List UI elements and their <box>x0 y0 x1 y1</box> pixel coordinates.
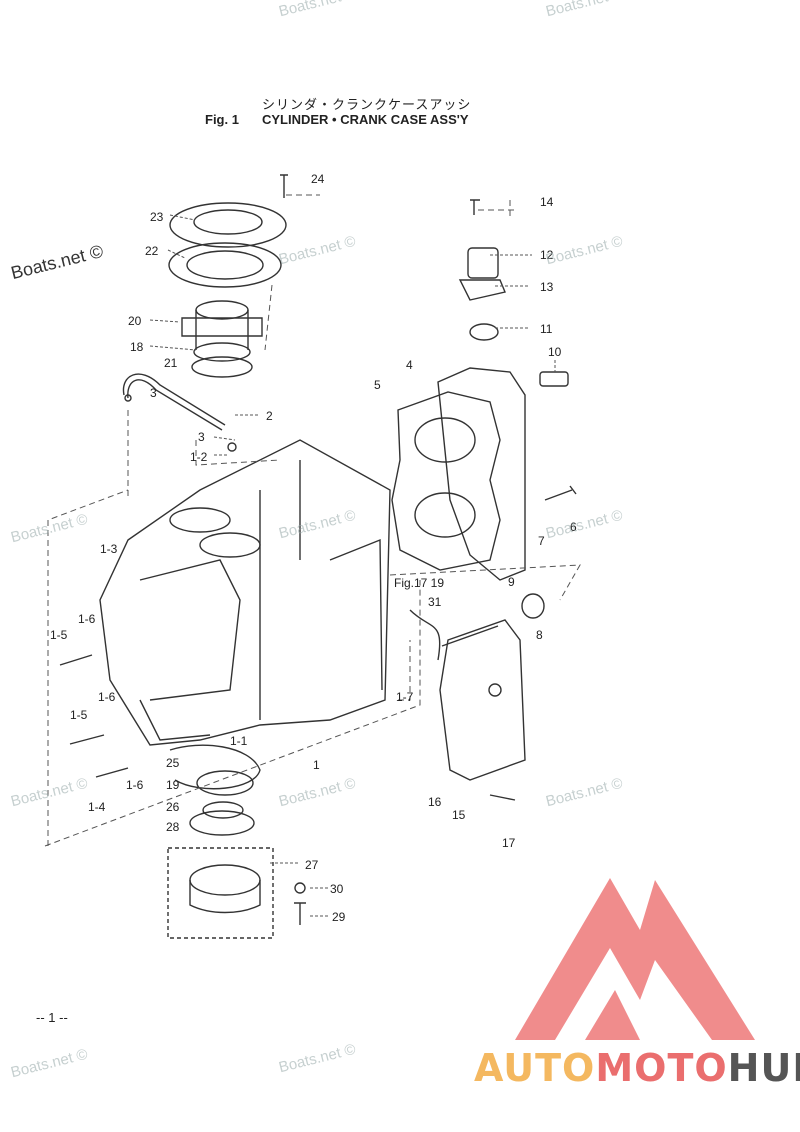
part-number-14: 14 <box>540 195 554 209</box>
part-number-1-5a: 1-5 <box>50 628 68 642</box>
part-number-13: 13 <box>540 280 554 294</box>
side-cover-15 <box>439 619 526 781</box>
part-number-1-2: 1-2 <box>190 450 208 464</box>
part-number-15: 15 <box>452 808 466 822</box>
part-number-21: 21 <box>164 356 178 370</box>
part-number-3a: 3 <box>150 386 157 400</box>
part-number-1-3: 1-3 <box>100 542 118 556</box>
part-number-4: 4 <box>406 358 413 372</box>
crankcase-body <box>99 439 391 746</box>
brand-hub: HUB <box>727 1046 800 1090</box>
part-number-23: 23 <box>150 210 164 224</box>
part-number-11: 11 <box>540 322 553 336</box>
part-number-5: 5 <box>374 378 381 392</box>
figure-label: Fig. 1 <box>205 112 239 127</box>
part-number-1-6c: 1-6 <box>126 778 144 792</box>
part-number-12: 12 <box>540 248 554 262</box>
part-number-19: 19 <box>166 778 180 792</box>
part-number-1-7: 1-7 <box>396 690 414 704</box>
part-number-1-6a: 1-6 <box>78 612 96 626</box>
part-number-18: 18 <box>130 340 144 354</box>
cylinder-head-4 <box>437 367 526 581</box>
part-number-20: 20 <box>128 314 142 328</box>
part-number-31: 31 <box>428 595 442 609</box>
part-number-30: 30 <box>330 882 344 896</box>
part-number-1-4: 1-4 <box>88 800 106 814</box>
part-number-1: 1 <box>313 758 320 772</box>
part-number-3b: 3 <box>198 430 205 444</box>
part-number-27: 27 <box>305 858 319 872</box>
part-number-26: 26 <box>166 800 180 814</box>
brand-auto: AUTO <box>474 1046 596 1090</box>
part-number-7: 7 <box>538 534 545 548</box>
part-number-2: 2 <box>266 409 273 423</box>
part-number-25: 25 <box>166 756 180 770</box>
part-number-1-5b: 1-5 <box>70 708 88 722</box>
part-number-9: 9 <box>508 575 515 589</box>
part-number-6: 6 <box>570 520 577 534</box>
part-23-cover <box>169 202 287 248</box>
part-number-22: 22 <box>145 244 159 258</box>
page-title: CYLINDER • CRANK CASE ASS'Y <box>262 112 469 127</box>
part-number-10: 10 <box>548 345 562 359</box>
figure-reference: Fig.17 19 <box>394 576 445 590</box>
part-number-29: 29 <box>332 910 346 924</box>
gasket-5 <box>391 391 501 571</box>
japanese-title: シリンダ・クランクケースアッシ <box>262 98 472 113</box>
part-number-1-6b: 1-6 <box>98 690 116 704</box>
page-number: -- 1 -- <box>36 1010 68 1025</box>
part-number-17: 17 <box>502 836 516 850</box>
part-number-1-1: 1-1 <box>230 734 248 748</box>
part-number-16: 16 <box>428 795 442 809</box>
part-number-24: 24 <box>311 172 325 186</box>
part-number-28: 28 <box>166 820 180 834</box>
brand-moto: MOTO <box>595 1046 728 1090</box>
part-number-8: 8 <box>536 628 543 642</box>
brand-logo-text: AUTOMOTOHUB <box>474 1046 800 1090</box>
